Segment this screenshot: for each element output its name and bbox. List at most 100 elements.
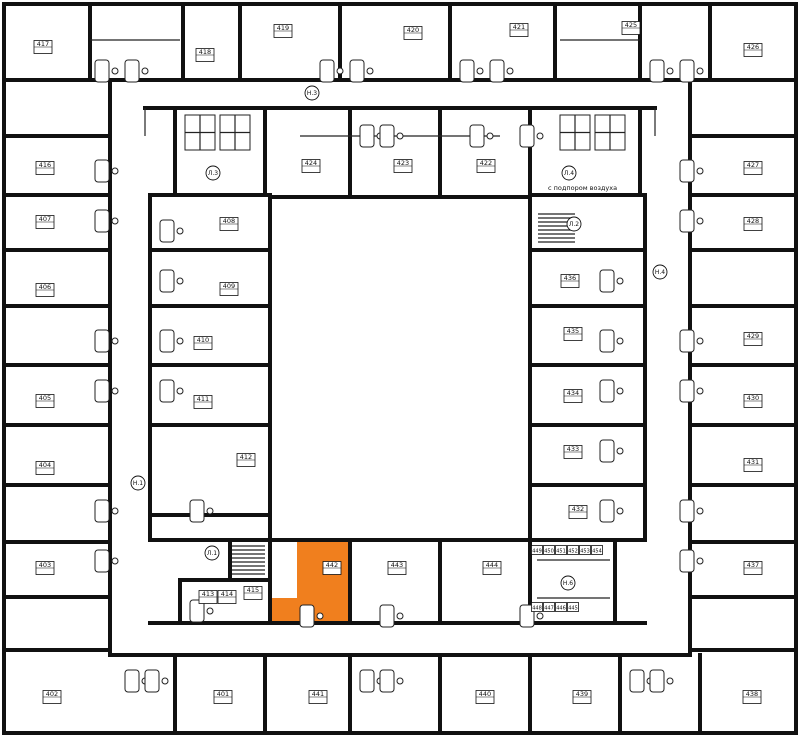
corridor-marker: Н.1 [130,475,146,491]
apartment-411[interactable]: 411 [193,395,213,409]
bathtub-icon [189,499,205,523]
bathtub-icon [649,669,665,693]
storage-448[interactable]: 448 [531,602,543,612]
apartment-429[interactable]: 429 [743,332,763,346]
apartment-number: 431 [747,458,759,466]
bathtub-icon [679,59,695,83]
apartment-441[interactable]: 441 [308,690,328,704]
storage-446[interactable]: 446 [555,602,567,612]
bathtub-icon [359,669,375,693]
bathtub-icon [124,669,140,693]
apartment-434[interactable]: 434 [563,389,583,403]
storage-453[interactable]: 453 [579,545,591,555]
apartment-430[interactable]: 430 [743,394,763,408]
apartment-number: 451 [556,548,566,554]
apartment-412[interactable]: 412 [236,453,256,467]
apartment-421[interactable]: 421 [509,23,529,37]
apartment-405[interactable]: 405 [35,394,55,408]
bathtub-icon [159,269,175,293]
apartment-409[interactable]: 409 [219,282,239,296]
toilet-icon [176,337,184,345]
apartment-419[interactable]: 419 [273,24,293,38]
bathtub-icon [679,379,695,403]
fixtures [94,59,704,693]
toilet-icon [616,337,624,345]
apartment-427[interactable]: 427 [743,161,763,175]
bathtub-icon [469,124,485,148]
storage-445[interactable]: 445 [567,602,579,612]
apartment-406[interactable]: 406 [35,283,55,297]
bathtub-icon [94,159,110,183]
storage-452[interactable]: 452 [567,545,579,555]
apartment-418[interactable]: 418 [195,48,215,62]
bathtub-icon [94,59,110,83]
storage-451[interactable]: 451 [555,545,567,555]
apartment-444[interactable]: 444 [482,561,502,575]
apartment-414[interactable]: 414 [217,590,237,604]
apartment-410[interactable]: 410 [193,336,213,350]
apartment-436[interactable]: 436 [560,274,580,288]
apartment-number: 429 [747,332,759,340]
corridor-marker: Н.3 [304,85,320,101]
storage-450[interactable]: 450 [543,545,555,555]
apartment-443[interactable]: 443 [387,561,407,575]
apartment-number: 402 [46,690,58,698]
apartment-403[interactable]: 403 [35,561,55,575]
apartment-420[interactable]: 420 [403,26,423,40]
apartment-440[interactable]: 440 [475,690,495,704]
apartment-number: 448 [532,605,542,611]
apartment-435[interactable]: 435 [563,327,583,341]
toilet-icon [316,612,324,620]
storage-449[interactable]: 449 [531,545,543,555]
apartment-428[interactable]: 428 [743,217,763,231]
apartment-423[interactable]: 423 [393,159,413,173]
bathtub-icon [599,329,615,353]
toilet-icon [396,677,404,685]
apartment-number: 432 [572,505,584,513]
apartment-425[interactable]: 425 [621,21,641,35]
apartment-402[interactable]: 402 [42,690,62,704]
apartment-404[interactable]: 404 [35,461,55,475]
bathtub-icon [599,379,615,403]
lift-note: с подпором воздуха [548,184,617,192]
apartment-438[interactable]: 438 [742,690,762,704]
toilet-icon [161,677,169,685]
apartment-437[interactable]: 437 [743,561,763,575]
apartment-424[interactable]: 424 [301,159,321,173]
apartment-number: 446 [556,605,566,611]
apartment-408[interactable]: 408 [219,217,239,231]
storage-447[interactable]: 447 [543,602,555,612]
apartment-432[interactable]: 432 [568,505,588,519]
apartment-number: 401 [217,690,229,698]
bathtub-icon [379,604,395,628]
bathtub-icon [599,269,615,293]
apartment-number: 417 [37,40,49,48]
apartment-416[interactable]: 416 [35,161,55,175]
apartment-number: 410 [197,336,209,344]
toilet-icon [616,507,624,515]
apartment-417[interactable]: 417 [33,40,53,54]
toilet-icon [111,387,119,395]
bathtub-icon [349,59,365,83]
apartment-407[interactable]: 407 [35,215,55,229]
apartment-433[interactable]: 433 [563,445,583,459]
apartment-401[interactable]: 401 [213,690,233,704]
apartment-number: 434 [567,389,579,397]
apartment-number: 421 [513,23,525,31]
apartment-413[interactable]: 413 [198,590,218,604]
apartment-442[interactable]: 442 [322,561,342,575]
apartment-426[interactable]: 426 [743,43,763,57]
apartment-number: 440 [479,690,491,698]
toilet-icon [396,612,404,620]
storage-454[interactable]: 454 [591,545,603,555]
corridor-marker: Н.6 [560,575,576,591]
apartment-431[interactable]: 431 [743,458,763,472]
apartment-415[interactable]: 415 [243,586,263,600]
apartment-439[interactable]: 439 [572,690,592,704]
lift-marker: Л.4 [561,165,577,181]
apartment-number: 445 [568,605,578,611]
apartment-number: 441 [312,690,324,698]
apartment-422[interactable]: 422 [476,159,496,173]
bathtub-icon [124,59,140,83]
toilet-icon [696,337,704,345]
